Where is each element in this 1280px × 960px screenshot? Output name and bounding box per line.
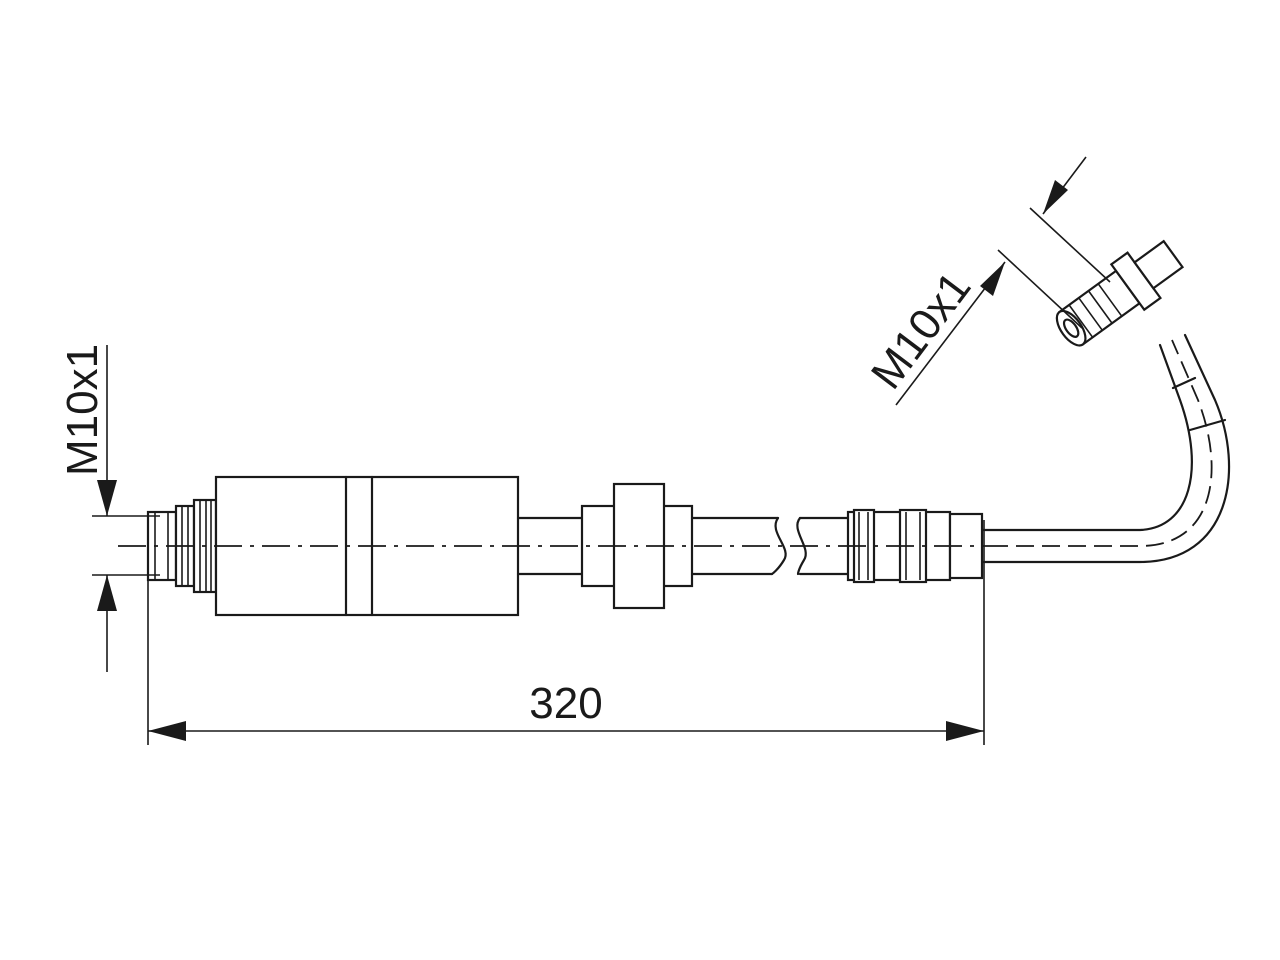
hose-tube [980, 333, 1231, 564]
hose-segment-left [516, 516, 584, 576]
right-thread-label: M10x1 [862, 263, 981, 398]
hose-break-section [690, 516, 850, 576]
right-thread-arrow-bottom [980, 262, 1005, 296]
length-arrow-left [148, 721, 186, 741]
right-thread-arrow-top [1043, 180, 1068, 214]
left-thread-label: M10x1 [58, 344, 107, 476]
left-thread-arrow-top [97, 480, 117, 516]
length-label: 320 [529, 679, 602, 728]
length-dimension: 320 [147, 520, 985, 745]
right-thread-dimension: M10x1 [862, 156, 1111, 406]
left-thread-arrow-bottom [97, 575, 117, 611]
left-thread-dimension: M10x1 [58, 344, 160, 672]
length-arrow-right [946, 721, 984, 741]
right-fitting [1055, 239, 1185, 347]
